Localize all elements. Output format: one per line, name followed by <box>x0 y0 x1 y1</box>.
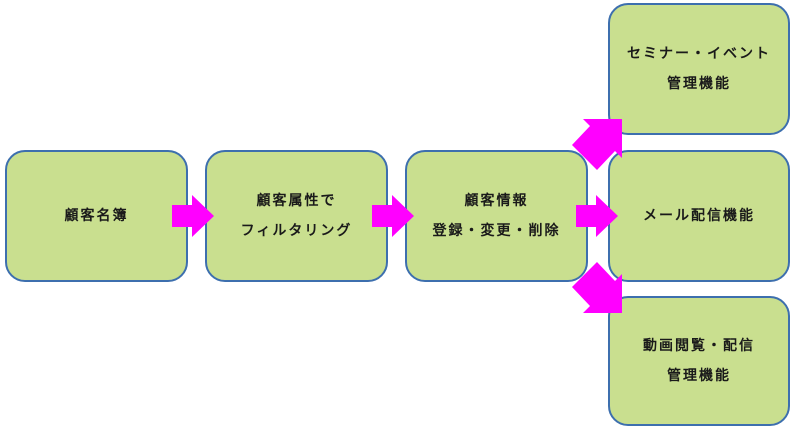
node-info-management-line2: 登録・変更・削除 <box>432 223 561 239</box>
node-attribute-filter-line1: 顧客属性で <box>256 193 337 209</box>
node-mail-delivery: メール配信機能 <box>608 150 790 282</box>
node-customer-list-label: 顧客名簿 <box>64 208 129 224</box>
arrow-right-icon <box>172 195 214 237</box>
arrow-right-icon <box>372 195 414 237</box>
node-customer-list: 顧客名簿 <box>5 150 188 282</box>
node-seminar-event-line2: 管理機能 <box>667 76 731 92</box>
arrow-right-icon <box>576 195 618 237</box>
node-seminar-event-line1: セミナー・イベント <box>627 46 771 62</box>
node-video-viewing-line2: 管理機能 <box>667 368 731 384</box>
node-info-management: 顧客情報 登録・変更・削除 <box>405 150 588 282</box>
arrow-down-right-icon <box>572 262 622 313</box>
arrow-up-right-icon <box>572 119 622 170</box>
node-mail-delivery-label: メール配信機能 <box>643 208 755 224</box>
node-attribute-filter-line2: フィルタリング <box>240 223 353 239</box>
node-seminar-event: セミナー・イベント 管理機能 <box>608 3 790 135</box>
node-video-viewing-line1: 動画閲覧・配信 <box>643 338 755 354</box>
node-info-management-line1: 顧客情報 <box>464 193 529 209</box>
node-video-viewing: 動画閲覧・配信 管理機能 <box>608 296 790 426</box>
